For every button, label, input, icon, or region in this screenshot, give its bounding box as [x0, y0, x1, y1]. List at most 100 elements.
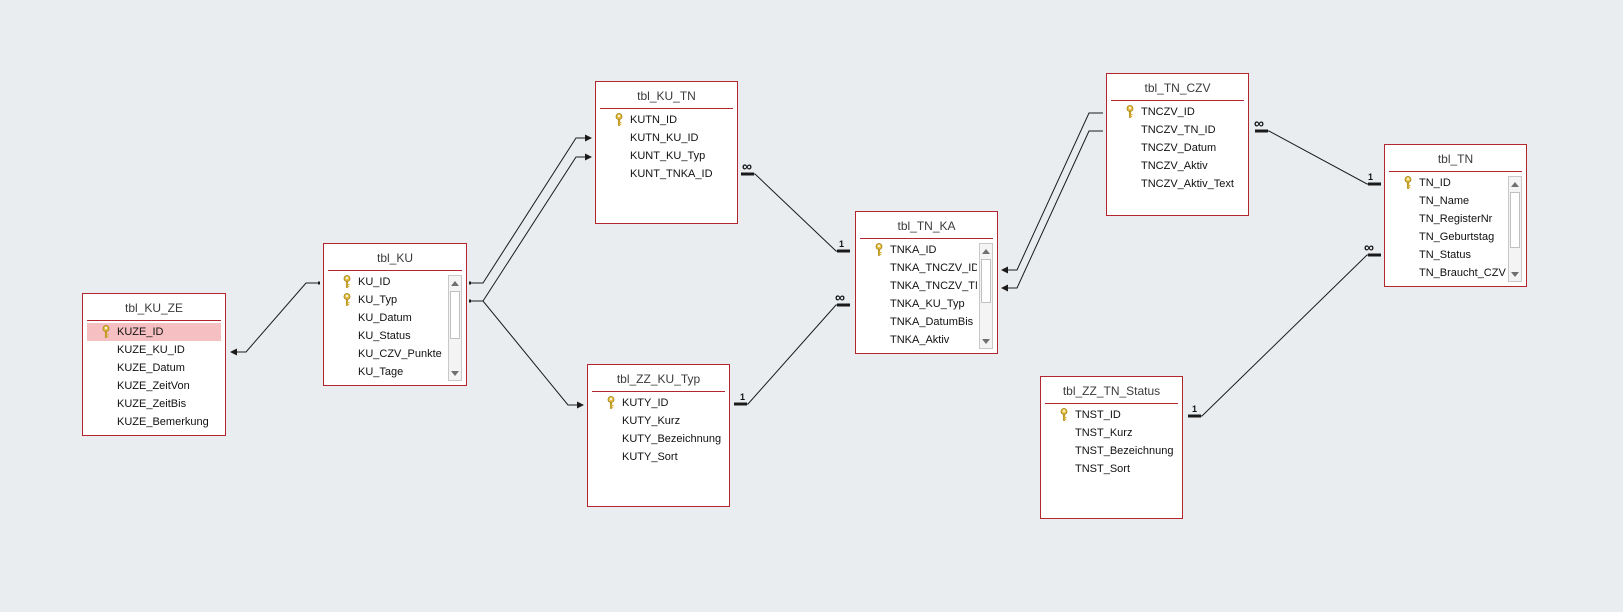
field-row[interactable]: KUTN_ID	[600, 111, 733, 129]
field-name: KU_Tage	[358, 366, 404, 378]
field-row[interactable]: TNST_ID	[1045, 406, 1178, 424]
field-row[interactable]: KU_Typ	[328, 291, 446, 309]
field-row[interactable]: TNCZV_Datum	[1111, 139, 1244, 157]
scroll-up-icon[interactable]	[980, 244, 992, 258]
field-row[interactable]: TNKA_TNCZV_TN_	[860, 277, 977, 295]
field-row[interactable]: KU_Tage	[328, 363, 446, 381]
field-row[interactable]: KUZE_KU_ID	[87, 341, 221, 359]
rel-ku-kuze[interactable]	[232, 282, 318, 353]
rel-ku-kutyp[interactable]	[471, 300, 582, 406]
scroll-thumb[interactable]	[981, 259, 991, 303]
field-name: TNKA_KU_Typ	[890, 298, 965, 310]
field-row[interactable]: KUZE_ID	[87, 323, 221, 341]
rel-tnczv-tnka-2[interactable]	[1003, 130, 1103, 289]
arrowhead-kutn-2	[585, 153, 592, 161]
field-row[interactable]: TN_Braucht_CZV	[1389, 264, 1506, 282]
field-row[interactable]: TN_Status	[1389, 246, 1506, 264]
field-row[interactable]: TN_Geburtstag	[1389, 228, 1506, 246]
field-row[interactable]: TNKA_ID	[860, 241, 977, 259]
rel-kutn-tnka[interactable]	[741, 173, 850, 252]
field-name: KU_ID	[358, 276, 391, 288]
scroll-down-icon[interactable]	[449, 366, 461, 380]
field-row[interactable]: KUTY_ID	[592, 394, 725, 412]
field-row[interactable]: KUTY_Sort	[592, 448, 725, 466]
vertical-scrollbar[interactable]	[979, 243, 993, 349]
table-title[interactable]: tbl_ZZ_TN_Status	[1045, 377, 1178, 404]
field-name: TNCZV_Aktiv_Text	[1141, 178, 1234, 190]
field-row[interactable]: KU_Status	[328, 327, 446, 345]
field-row[interactable]: TNKA_KU_Typ	[860, 295, 977, 313]
field-row[interactable]: TNKA_TNCZV_ID	[860, 259, 977, 277]
table-title[interactable]: tbl_TN_KA	[860, 212, 993, 239]
field-row[interactable]: TNKA_DatumBis	[860, 313, 977, 331]
field-name: TN_RegisterNr	[1419, 213, 1493, 225]
line-end-ku-2	[469, 281, 471, 285]
line-end-ku-1	[318, 281, 320, 285]
field-name: TNKA_DatumBis	[890, 316, 974, 328]
field-row[interactable]: TN_RegisterNr	[1389, 210, 1506, 228]
table-title[interactable]: tbl_ZZ_KU_Typ	[592, 365, 725, 392]
table-title[interactable]: tbl_TN_CZV	[1111, 74, 1244, 101]
field-row[interactable]: TNST_Bezeichnung	[1045, 442, 1178, 460]
field-row[interactable]: KUTY_Bezeichnung	[592, 430, 725, 448]
vertical-scrollbar[interactable]	[1508, 176, 1522, 282]
field-row[interactable]: KUZE_ZeitVon	[87, 377, 221, 395]
field-row[interactable]: KUNT_TNKA_ID	[600, 165, 733, 183]
table-title[interactable]: tbl_TN	[1389, 145, 1522, 172]
scroll-up-icon[interactable]	[1509, 177, 1521, 191]
field-row[interactable]: KUTY_Kurz	[592, 412, 725, 430]
field-row[interactable]: TN_ID	[1389, 174, 1506, 192]
field-row[interactable]: KUZE_Bemerkung	[87, 413, 221, 431]
bar-tnczv-many	[1255, 129, 1268, 133]
scroll-down-icon[interactable]	[1509, 267, 1521, 281]
rel-tnst-tn[interactable]	[1188, 254, 1381, 417]
vertical-scrollbar[interactable]	[448, 275, 462, 381]
table-title[interactable]: tbl_KU	[328, 244, 462, 271]
rel-ku-kutn-2[interactable]	[471, 156, 590, 302]
scroll-up-icon[interactable]	[449, 276, 461, 290]
table-title[interactable]: tbl_KU_ZE	[87, 294, 221, 321]
scroll-down-icon[interactable]	[980, 334, 992, 348]
primary-key-icon	[615, 113, 623, 126]
field-row[interactable]: KU_Datum	[328, 309, 446, 327]
field-row[interactable]: KUTN_KU_ID	[600, 129, 733, 147]
rel-tnczv-tnka-1[interactable]	[1003, 112, 1103, 271]
field-row[interactable]: TNST_Kurz	[1045, 424, 1178, 442]
field-row[interactable]: KUZE_ZeitBis	[87, 395, 221, 413]
field-row[interactable]: TNKA_Aktiv	[860, 331, 977, 349]
field-row[interactable]: TNCZV_Aktiv	[1111, 157, 1244, 175]
field-row[interactable]: TNST_Sort	[1045, 460, 1178, 478]
table-title[interactable]: tbl_KU_TN	[600, 82, 733, 109]
field-row[interactable]: TNCZV_Aktiv_Text	[1111, 175, 1244, 193]
field-row[interactable]: KU_CZV_Punkte	[328, 345, 446, 363]
primary-key-icon	[1404, 176, 1412, 189]
field-row[interactable]: TNCZV_ID	[1111, 103, 1244, 121]
rel-ku-kutn-1[interactable]	[471, 137, 590, 284]
field-row[interactable]: TNCZV_TN_ID	[1111, 121, 1244, 139]
field-row[interactable]: KU_ID	[328, 273, 446, 291]
rel-kutyp-tnka[interactable]	[734, 304, 850, 405]
field-name: TNST_Sort	[1075, 463, 1131, 475]
field-row[interactable]: KUNT_KU_Typ	[600, 147, 733, 165]
field-row[interactable]: TN_Name	[1389, 192, 1506, 210]
field-row[interactable]: KUZE_Datum	[87, 359, 221, 377]
rel-tnczv-tn[interactable]	[1255, 130, 1381, 185]
scroll-thumb[interactable]	[450, 291, 460, 339]
scroll-thumb[interactable]	[1510, 192, 1520, 248]
